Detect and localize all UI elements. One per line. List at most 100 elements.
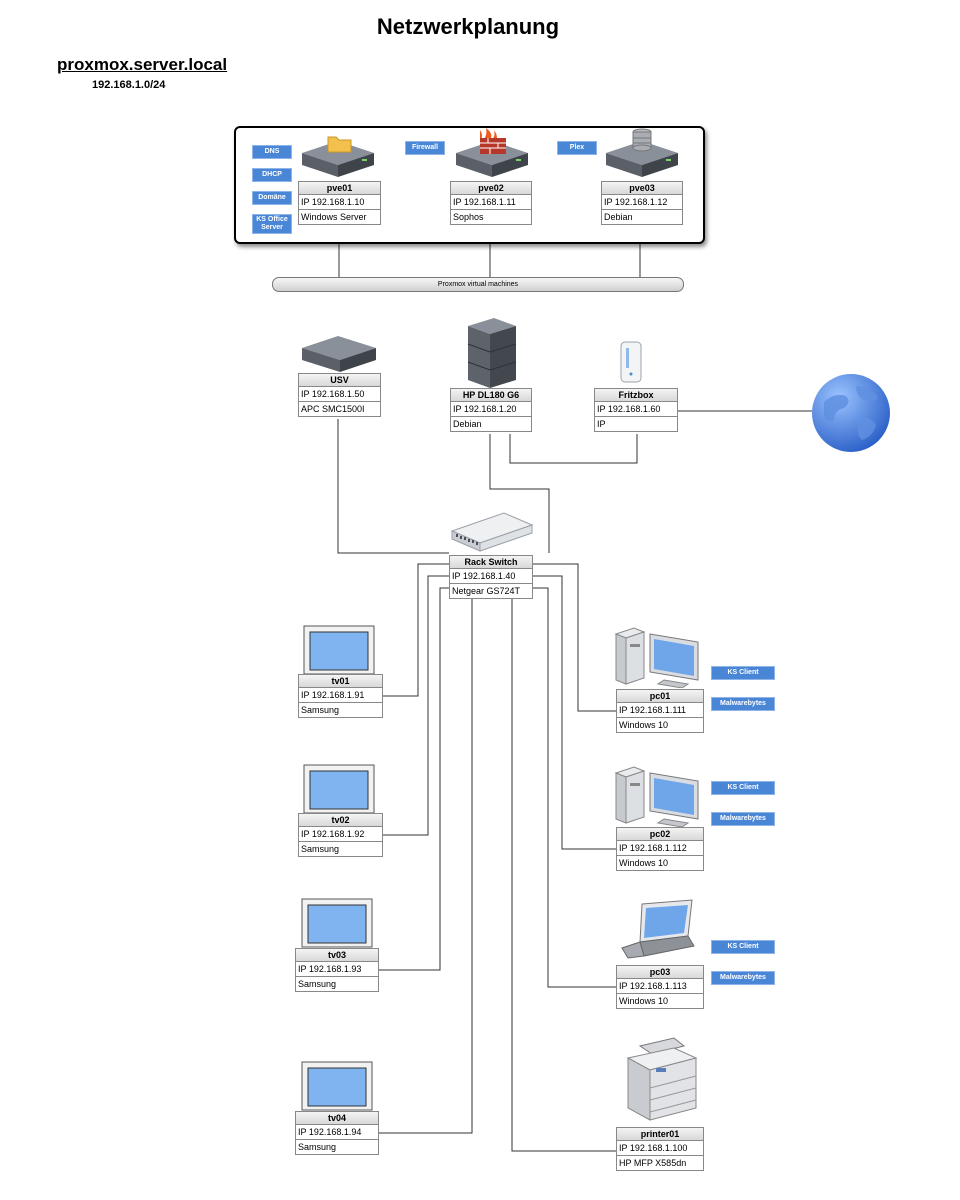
tag-plex: Plex [557, 141, 597, 155]
device-ip: IP 192.168.1.12 [602, 195, 682, 210]
host-name: proxmox.server.local [57, 55, 228, 74]
tag-firewall: Firewall [405, 141, 445, 155]
link-switch-tv04 [379, 597, 473, 1134]
link-switch-pc01 [533, 563, 616, 712]
device-name: USV [299, 374, 380, 387]
device-os: Samsung [301, 844, 340, 854]
server-folder-icon [302, 136, 374, 177]
device-os: Windows 10 [619, 858, 669, 868]
device-pve01: pve01 IP 192.168.1.10 Windows Server [298, 181, 381, 225]
device-name: pc03 [617, 966, 703, 979]
printer-icon [626, 1037, 698, 1121]
device-name: pc01 [617, 690, 703, 703]
link-switch-printer01 [511, 597, 616, 1152]
device-ip: IP 192.168.1.100 [617, 1141, 703, 1156]
device-os: Netgear GS724T [452, 586, 521, 596]
server-database-icon [606, 128, 678, 177]
device-pc03: pc03 IP 192.168.1.113 Windows 10 [616, 965, 704, 1009]
tag-malwarebytes-pc02: Malwarebytes [711, 812, 775, 826]
link-usv-switch [337, 419, 449, 554]
device-name: printer01 [617, 1128, 703, 1141]
device-tv04: tv04 IP 192.168.1.94 Samsung [295, 1111, 379, 1155]
tag-ks-client-pc01: KS Client [711, 666, 775, 680]
tag-ks-client-pc03: KS Client [711, 940, 775, 954]
link-switch-tv01 [383, 563, 449, 697]
device-os: IP [597, 419, 606, 429]
device-ip: IP 192.168.1.111 [617, 703, 703, 718]
device-tv01: tv01 IP 192.168.1.91 Samsung [298, 674, 383, 718]
link-switch-tv03 [379, 587, 449, 971]
tag-dns: DNS [252, 145, 292, 159]
device-name: HP DL180 G6 [451, 389, 531, 402]
device-os: APC SMC1500I [301, 404, 365, 414]
device-pc01: pc01 IP 192.168.1.111 Windows 10 [616, 689, 704, 733]
device-name: Fritzbox [595, 389, 677, 402]
device-os: Samsung [298, 1142, 337, 1152]
device-ip: IP 192.168.1.112 [617, 841, 703, 856]
tag-dhcp: DHCP [252, 168, 292, 182]
tag-domain: Domäne [252, 191, 292, 205]
desktop-pc-icon [614, 766, 699, 827]
device-tv02: tv02 IP 192.168.1.92 Samsung [298, 813, 383, 857]
device-name: Rack Switch [450, 556, 532, 569]
device-os: Sophos [453, 212, 484, 222]
device-name: tv02 [299, 814, 382, 827]
device-pve03: pve03 IP 192.168.1.12 Debian [601, 181, 683, 225]
device-usv: USV IP 192.168.1.50 APC SMC1500I [298, 373, 381, 417]
device-ip: IP 192.168.1.11 [451, 195, 531, 210]
device-ip: IP 192.168.1.91 [299, 688, 382, 703]
desktop-pc-icon [614, 627, 699, 688]
device-ip: IP 192.168.1.40 [450, 569, 532, 584]
tag-malwarebytes-pc03: Malwarebytes [711, 971, 775, 985]
link-switch-pc02 [533, 575, 616, 850]
tv-icon [303, 764, 375, 814]
device-fritzbox: Fritzbox IP 192.168.1.60 IP [594, 388, 678, 432]
link-switch-pc03 [533, 587, 616, 988]
device-ip: IP 192.168.1.94 [296, 1125, 378, 1140]
internet-globe-icon [812, 374, 890, 452]
device-os: HP MFP X585dn [619, 1158, 687, 1168]
device-os: Samsung [301, 705, 340, 715]
tag-malwarebytes-pc01: Malwarebytes [711, 697, 775, 711]
device-os: Debian [453, 419, 482, 429]
router-icon [620, 341, 642, 383]
tag-ks-office-server: KS Office Server [252, 214, 292, 234]
proxmox-vm-bus: Proxmox virtual machines [272, 277, 684, 292]
ups-icon [302, 336, 376, 372]
tag-ks-client-pc02: KS Client [711, 781, 775, 795]
device-os: Windows Server [301, 212, 367, 222]
tv-icon [303, 625, 375, 675]
laptop-icon [621, 899, 695, 959]
device-ip: IP 192.168.1.93 [296, 962, 378, 977]
device-ip: IP 192.168.1.113 [617, 979, 703, 994]
device-ip: IP 192.168.1.20 [451, 402, 531, 417]
device-os: Windows 10 [619, 996, 669, 1006]
link-hp-fritzbox [509, 434, 638, 464]
device-pve02: pve02 IP 192.168.1.11 Sophos [450, 181, 532, 225]
device-ip: IP 192.168.1.92 [299, 827, 382, 842]
device-name: tv04 [296, 1112, 378, 1125]
page-title: Netzwerkplanung [376, 14, 560, 39]
link-switch-tv02 [383, 575, 449, 836]
device-ip: IP 192.168.1.50 [299, 387, 380, 402]
device-ip: IP 192.168.1.60 [595, 402, 677, 417]
link-hp-switch [489, 434, 550, 553]
tv-icon [301, 898, 373, 948]
device-name: pve02 [451, 182, 531, 195]
server-firewall-icon [456, 128, 528, 177]
device-tv03: tv03 IP 192.168.1.93 Samsung [295, 948, 379, 992]
device-hp-dl180: HP DL180 G6 IP 192.168.1.20 Debian [450, 388, 532, 432]
subnet-label: 192.168.1.0/24 [92, 79, 166, 91]
device-os: Debian [604, 212, 633, 222]
device-pc02: pc02 IP 192.168.1.112 Windows 10 [616, 827, 704, 871]
tv-icon [301, 1061, 373, 1111]
device-rack-switch: Rack Switch IP 192.168.1.40 Netgear GS72… [449, 555, 533, 599]
device-name: pve03 [602, 182, 682, 195]
device-name: pc02 [617, 828, 703, 841]
device-name: pve01 [299, 182, 380, 195]
device-os: Samsung [298, 979, 337, 989]
server-tower-icon [467, 318, 517, 388]
device-name: tv03 [296, 949, 378, 962]
device-name: tv01 [299, 675, 382, 688]
